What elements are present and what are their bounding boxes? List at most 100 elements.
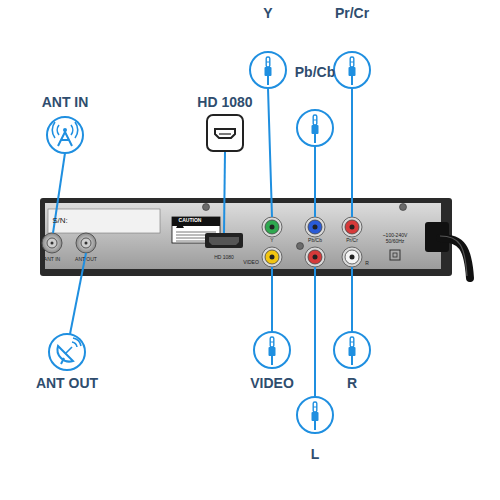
panel-marking: ANT OUT	[75, 257, 97, 263]
rca-pin	[270, 225, 275, 230]
f-connector	[42, 233, 62, 253]
rca-pin	[313, 225, 318, 230]
rear-panel	[45, 203, 441, 269]
screw	[400, 204, 407, 211]
callout-circle	[297, 397, 333, 433]
leader-line	[271, 267, 273, 332]
rca-ring	[308, 220, 322, 234]
rca-jack	[262, 217, 282, 237]
dish-bowl	[57, 346, 73, 362]
leader-line	[70, 253, 86, 334]
class-symbol	[390, 250, 400, 260]
connector-label: R	[347, 376, 357, 391]
plug-ring	[270, 342, 274, 343]
rca-ring	[308, 250, 322, 264]
connector-label: ANT OUT	[36, 376, 98, 391]
plug-tip	[266, 57, 270, 67]
connector-label: Pr/Cr	[335, 6, 369, 21]
hdmi-icon-pins	[219, 133, 231, 134]
leader-line	[351, 88, 353, 217]
connector-label: L	[311, 447, 320, 462]
connector-label: Y	[263, 6, 272, 21]
leader-line	[314, 267, 316, 397]
callout-circle	[297, 110, 333, 146]
plug-body	[312, 125, 319, 134]
class-symbol-inner	[393, 253, 397, 257]
rca-pin	[270, 255, 275, 260]
f-connector-thread	[81, 238, 91, 248]
callout-circle	[334, 52, 370, 88]
panel-marking: VIDEO	[243, 260, 259, 266]
rca-ring	[265, 220, 279, 234]
serial-sticker	[48, 209, 160, 233]
panel-marking: S/N:	[52, 217, 68, 226]
antenna-mast	[58, 132, 72, 146]
plug-tip	[350, 337, 354, 347]
rca-ring	[345, 250, 359, 264]
rca-pin	[350, 255, 355, 260]
connector-label: HD 1080	[197, 95, 252, 110]
connector-label: Pb/Cb	[295, 65, 335, 80]
panel-marking: Pr/Cr	[346, 238, 358, 244]
dish-arm	[65, 347, 72, 354]
plug-tip	[313, 115, 317, 125]
panel-marking: Y	[270, 238, 273, 244]
connector-label: VIDEO	[250, 376, 294, 391]
panel-marking: CAUTION	[179, 218, 202, 224]
plug-body	[349, 347, 356, 356]
callout-circle	[250, 52, 286, 88]
rca-ring	[345, 220, 359, 234]
plug-ring	[350, 342, 354, 343]
plug-ring	[313, 407, 317, 408]
leader-line	[351, 267, 353, 332]
callout-circle	[334, 332, 370, 368]
panel-marking: R	[365, 261, 369, 267]
power-cord	[440, 238, 470, 278]
hdmi-socket	[209, 237, 239, 245]
rca-ring	[265, 250, 279, 264]
plug-body	[349, 67, 356, 76]
plug-tip	[313, 402, 317, 412]
leader-line	[268, 88, 272, 217]
rca-pin	[350, 225, 355, 230]
panel-marking: Pb/Cb	[308, 238, 322, 244]
hdmi-callout-box	[207, 115, 243, 151]
plug-body	[269, 347, 276, 356]
screw	[297, 243, 304, 250]
dish-stand	[61, 358, 64, 364]
antenna-waves	[52, 122, 78, 138]
rca-jack	[305, 217, 325, 237]
plug-ring	[313, 120, 317, 121]
panel-marking: ~100-240V 50/60Hz	[378, 233, 412, 244]
hdmi-icon	[215, 129, 235, 138]
rca-pin	[313, 255, 318, 260]
leader-line	[224, 151, 225, 233]
device-body	[40, 198, 452, 276]
connector-label: ANT IN	[42, 95, 89, 110]
antenna-top	[63, 128, 67, 132]
f-connector-pin	[85, 242, 88, 245]
screw	[203, 204, 210, 211]
f-connector-pin	[51, 242, 54, 245]
leader-line	[314, 146, 316, 217]
plug-body	[265, 67, 272, 76]
rca-jack	[262, 247, 282, 267]
power-cord-highlight	[440, 236, 467, 276]
fine-print	[176, 232, 216, 233]
panel-marking: HD 1080	[214, 255, 234, 261]
f-connector-thread	[47, 238, 57, 248]
rca-jack	[342, 247, 362, 267]
callout-circle	[254, 332, 290, 368]
plug-ring	[350, 62, 354, 63]
panel-marking: ANT IN	[44, 257, 60, 263]
dish-waves	[72, 338, 81, 347]
hdmi-port	[205, 233, 243, 248]
f-connector	[76, 233, 96, 253]
plug-tip	[270, 337, 274, 347]
rca-jack	[342, 217, 362, 237]
plug-tip	[350, 57, 354, 67]
plug-body	[312, 412, 319, 421]
callout-circle	[49, 334, 85, 370]
